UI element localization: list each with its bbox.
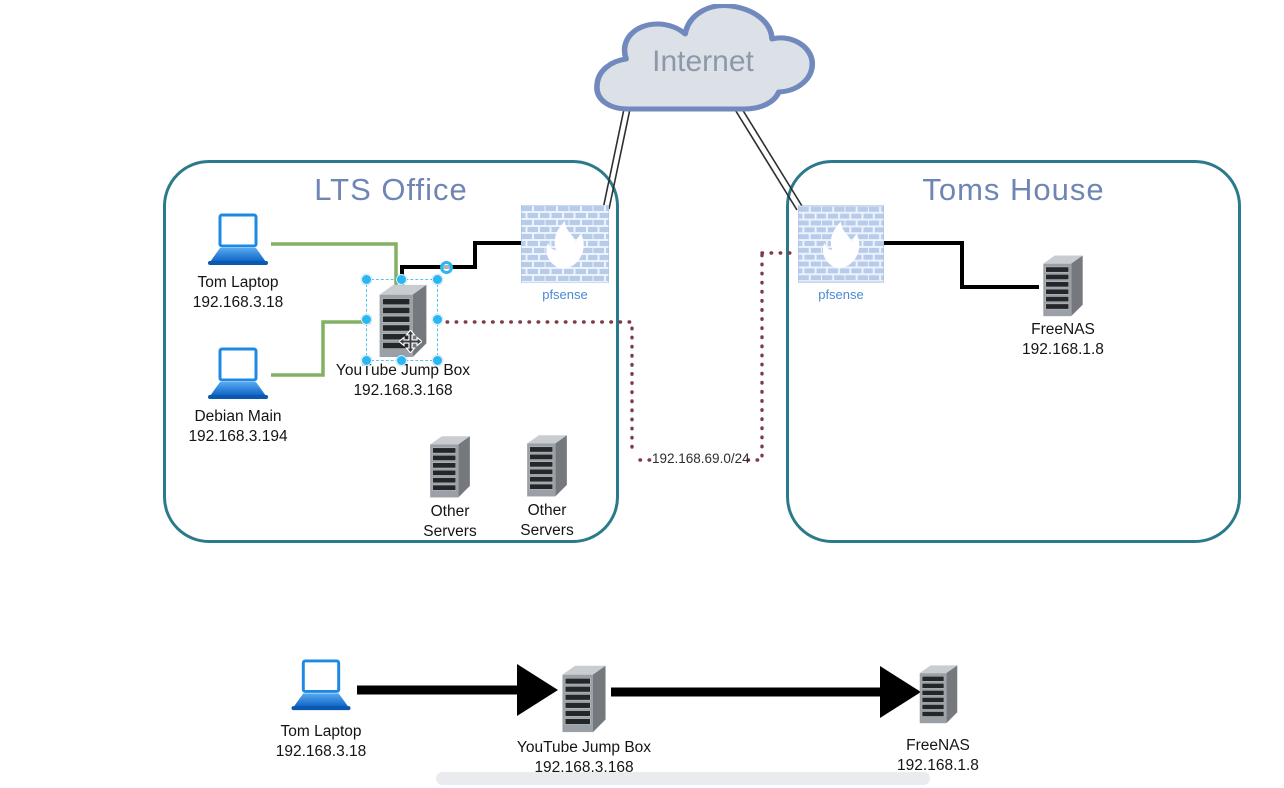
node-name: pfsense	[542, 287, 588, 302]
laptop-icon	[208, 347, 268, 399]
node-name-line1: Other	[430, 503, 470, 520]
node-ip: 192.168.1.8	[897, 756, 979, 774]
selection-handle[interactable]	[361, 314, 372, 325]
selection-overlay	[361, 261, 453, 366]
node-ip: 192.168.3.194	[188, 427, 288, 445]
cloud-icon	[594, 3, 815, 112]
toms-house-zone[interactable]: Toms House	[786, 160, 1241, 543]
node-name-line1: Other	[527, 502, 567, 519]
node-youtube-jump-box[interactable]: YouTube Jump Box 192.168.3.168	[330, 282, 476, 400]
selection-handle[interactable]	[432, 314, 443, 325]
node-tom-laptop[interactable]: Tom Laptop 192.168.3.18	[174, 212, 302, 312]
server-icon	[430, 436, 470, 498]
node-debian-main[interactable]: Debian Main 192.168.3.194	[170, 346, 306, 446]
selection-handle[interactable]	[396, 355, 407, 366]
firewall-icon	[798, 205, 884, 283]
node-name: Tom Laptop	[197, 274, 279, 291]
laptop-icon	[291, 659, 351, 711]
bottom-scrollbar[interactable]	[436, 772, 930, 785]
node-ip: 192.168.3.18	[275, 742, 367, 760]
node-freenas[interactable]: FreeNAS 192.168.1.8	[1003, 253, 1123, 359]
node-other-servers-b[interactable]: Other Servers	[513, 432, 581, 540]
internet-link-toms[interactable]	[733, 103, 803, 211]
flow-node-tom-laptop[interactable]: Tom Laptop 192.168.3.18	[256, 658, 386, 761]
flow-node-jump-box[interactable]: YouTube Jump Box 192.168.3.168	[506, 663, 662, 777]
node-name: Debian Main	[194, 408, 282, 425]
firewall-icon	[521, 205, 609, 283]
toms-house-title: Toms House	[922, 172, 1105, 207]
lts-office-zone[interactable]: LTS Office	[163, 160, 619, 543]
link-tomlaptop-jumpbox[interactable]	[271, 242, 398, 289]
selection-handle[interactable]	[361, 274, 372, 285]
selection-handle[interactable]	[396, 274, 407, 285]
node-name-line2: Servers	[520, 521, 574, 539]
node-name: FreeNAS	[906, 737, 970, 754]
selection-handle[interactable]	[432, 355, 443, 366]
node-name: pfsense	[818, 287, 864, 302]
node-ip: 192.168.3.168	[534, 758, 634, 776]
link-pfsense-freenas[interactable]	[884, 241, 1039, 289]
server-icon	[379, 284, 427, 358]
flow-node-freenas[interactable]: FreeNAS 192.168.1.8	[876, 663, 1000, 775]
node-name: Tom Laptop	[280, 723, 362, 740]
rotate-handle[interactable]	[440, 261, 453, 274]
node-pfsense-lts[interactable]: pfsense	[519, 205, 611, 302]
selection-handle[interactable]	[432, 274, 443, 285]
server-icon	[919, 665, 957, 724]
node-name-line2: Servers	[423, 522, 477, 540]
vpn-tunnel-dotted-line[interactable]	[436, 251, 798, 462]
internet-link-lts[interactable]	[602, 108, 631, 210]
server-icon	[1043, 255, 1083, 317]
lts-office-title: LTS Office	[314, 172, 468, 207]
node-ip: 192.168.3.18	[192, 293, 284, 311]
node-name: YouTube Jump Box	[516, 739, 652, 756]
link-debian-jumpbox[interactable]	[271, 320, 371, 377]
server-icon	[527, 435, 567, 497]
node-name: YouTube Jump Box	[335, 362, 471, 379]
node-ip: 192.168.1.8	[1022, 340, 1104, 358]
server-icon	[562, 665, 606, 733]
move-icon[interactable]	[399, 330, 422, 353]
node-ip: 192.168.3.168	[353, 381, 453, 399]
internet-label: Internet	[652, 45, 754, 78]
selection-handle[interactable]	[361, 355, 372, 366]
laptop-icon	[208, 213, 268, 265]
internet-cloud[interactable]: Internet	[586, 3, 820, 114]
node-name: FreeNAS	[1031, 321, 1095, 338]
vpn-subnet-label: 192.168.69.0/24	[652, 451, 750, 466]
node-other-servers-a[interactable]: Other Servers	[416, 433, 484, 541]
flow-arrow-laptop-to-jumpbox	[357, 664, 558, 716]
flow-arrow-jumpbox-to-freenas	[611, 666, 921, 718]
node-pfsense-toms[interactable]: pfsense	[797, 205, 885, 302]
